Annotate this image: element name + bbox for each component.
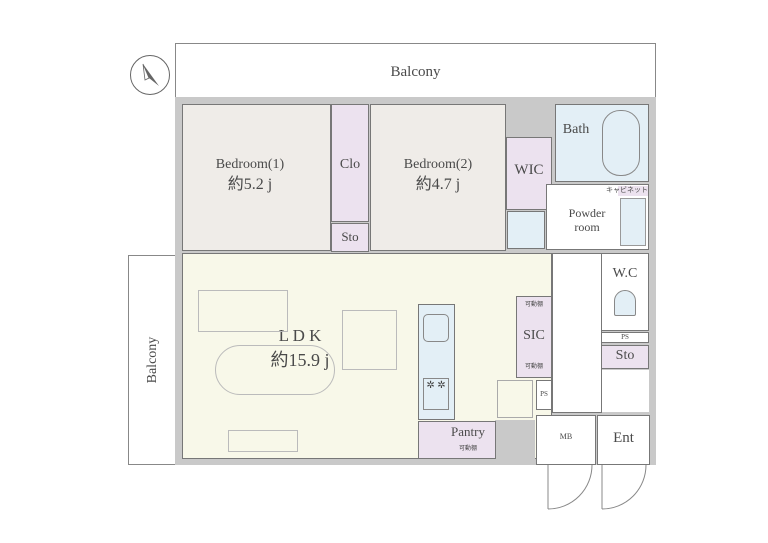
washing-area bbox=[507, 211, 545, 249]
walk-in-closet bbox=[506, 137, 552, 210]
dining-table-icon bbox=[342, 310, 397, 370]
bath-label: Bath bbox=[562, 122, 590, 137]
vanity bbox=[620, 198, 646, 246]
powder-room-label: Powder room bbox=[568, 206, 606, 234]
pantry-label: Pantry bbox=[451, 424, 485, 439]
closet bbox=[331, 104, 369, 222]
toilet-icon bbox=[614, 290, 636, 316]
entry-area bbox=[602, 370, 649, 412]
balcony-left-label: Balcony bbox=[144, 336, 160, 384]
entrance bbox=[597, 415, 650, 465]
north-compass-icon bbox=[130, 55, 170, 95]
shoe-in-closet bbox=[516, 296, 552, 378]
sic-shelf-label: 可動棚 bbox=[524, 302, 543, 308]
sic-label: SIC bbox=[523, 328, 545, 343]
pipe-space bbox=[536, 380, 552, 410]
bedroom-2 bbox=[370, 104, 506, 251]
tv-stand-icon bbox=[228, 430, 298, 452]
duct-shaft bbox=[497, 380, 533, 418]
door-swing-icon bbox=[547, 464, 647, 510]
bedroom-2-name: Bedroom(2) bbox=[403, 157, 473, 172]
pantry-shelf-label: 可動棚 bbox=[458, 446, 477, 452]
storage-2-label: Sto bbox=[615, 348, 635, 363]
wic-label: WIC bbox=[514, 162, 544, 178]
cabinet bbox=[618, 186, 648, 196]
wall-block bbox=[495, 420, 535, 465]
bathtub-icon bbox=[602, 110, 640, 176]
bedroom-2-size: 約4.7 j bbox=[415, 176, 461, 193]
hallway bbox=[552, 253, 602, 413]
balcony-top-label: Balcony bbox=[390, 64, 441, 80]
rug-icon bbox=[215, 345, 335, 395]
storage-1-label: Sto bbox=[341, 229, 359, 244]
storage-2 bbox=[601, 345, 649, 369]
pantry bbox=[418, 421, 496, 459]
cabinet-label: キャビネット bbox=[606, 186, 648, 194]
meter-box bbox=[536, 415, 596, 465]
pipe-space-2 bbox=[601, 332, 649, 343]
closet-label: Clo bbox=[339, 157, 361, 172]
storage-1 bbox=[331, 223, 369, 252]
stove-icon: ✲ ✲ bbox=[423, 378, 449, 410]
ps-label: PS bbox=[540, 390, 548, 398]
ldk-name: L D K bbox=[278, 326, 322, 345]
ps-2-label: PS bbox=[621, 333, 629, 341]
bedroom-1-name: Bedroom(1) bbox=[215, 157, 285, 172]
ent-label: Ent bbox=[613, 430, 634, 446]
mb-label: MB bbox=[559, 432, 573, 441]
sic-shelf-label-bottom: 可動棚 bbox=[524, 364, 543, 370]
sink-icon bbox=[423, 314, 449, 342]
bedroom-1-size: 約5.2 j bbox=[227, 176, 273, 193]
wc-label: W.C bbox=[612, 266, 638, 281]
sofa-icon bbox=[198, 290, 288, 332]
bedroom-1 bbox=[182, 104, 331, 251]
